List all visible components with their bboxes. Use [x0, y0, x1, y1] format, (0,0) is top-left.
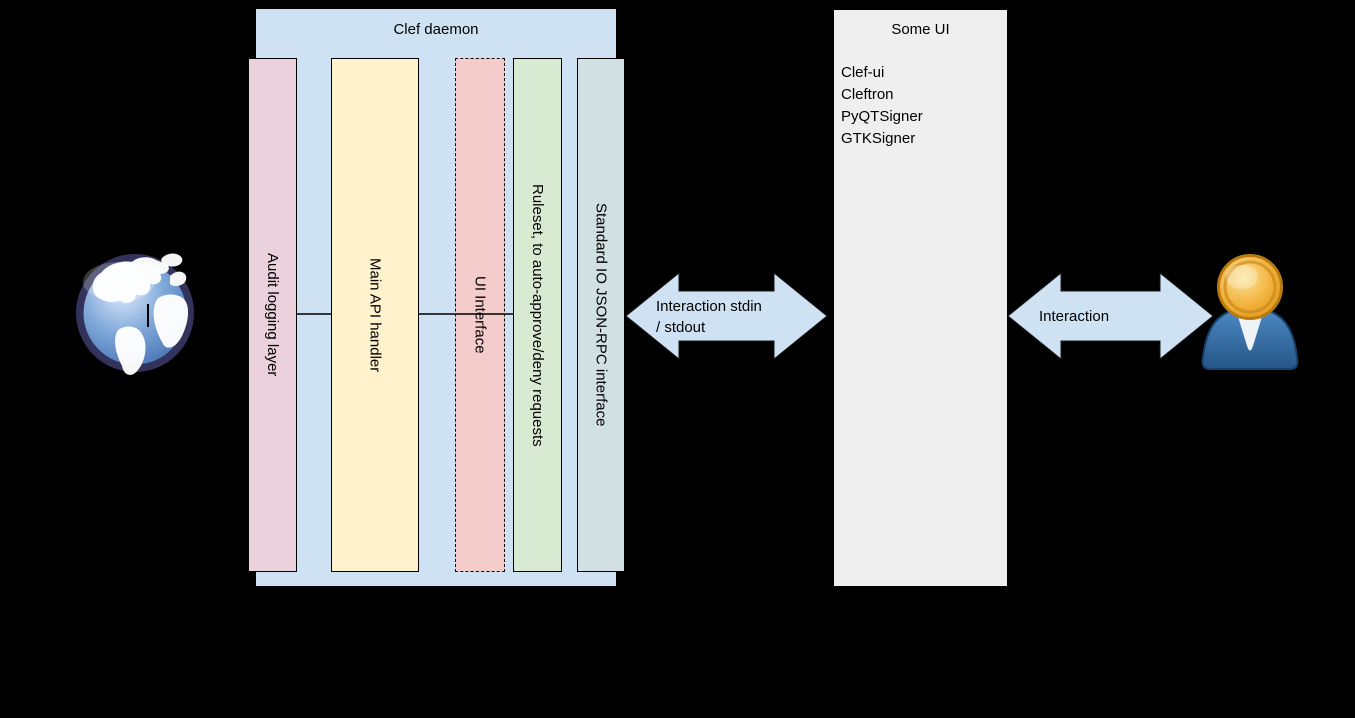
some-ui-list-item: PyQTSigner [841, 108, 923, 125]
layer-main-api-handler-label: Main API handler [366, 257, 384, 373]
globe-landmass [92, 257, 169, 303]
clef-daemon-title: Clef daemon [393, 21, 479, 38]
user-icon [1201, 254, 1299, 370]
stdio-arrow-label-line1: Interaction stdin [656, 298, 762, 315]
user-head [1217, 254, 1283, 320]
layer-stdio-jsonrpc: Standard IO JSON-RPC interface [577, 58, 625, 572]
text-cursor-artifact [147, 304, 149, 327]
some-ui-box [833, 9, 1008, 587]
stdio-arrow-label: Interaction stdin / stdout [656, 296, 826, 338]
some-ui-title: Some UI [891, 21, 950, 38]
layer-ruleset-label: Ruleset, to auto-approve/deny requests [529, 183, 546, 447]
globe-landmass [170, 271, 187, 287]
some-ui-list-item: Cleftron [841, 86, 894, 103]
layer-ui-interface-label: UI Interface [471, 276, 489, 354]
user-collar [1236, 310, 1264, 351]
layer-ui-interface: UI Interface [455, 58, 505, 572]
layer-main-api-handler: Main API handler [331, 58, 419, 572]
globe-landmass [161, 253, 183, 267]
some-ui-list-item: Clef-ui [841, 64, 885, 81]
globe-icon [76, 253, 194, 375]
layer-ruleset: Ruleset, to auto-approve/deny requests [513, 58, 562, 572]
layer-stdio-jsonrpc-label: Standard IO JSON-RPC interface [592, 203, 610, 427]
globe-landmass [115, 326, 146, 375]
user-body [1201, 306, 1299, 370]
some-ui-list-item: GTKSigner [841, 130, 916, 147]
layer-audit-logging-label: Audit logging layer [264, 253, 281, 377]
globe-landmass [153, 294, 189, 348]
clef-daemon-box [255, 8, 617, 587]
stdio-arrow-label-line2: / stdout [656, 319, 706, 336]
layer-audit-logging: Audit logging layer [248, 58, 297, 572]
interaction-arrow-label: Interaction [1039, 308, 1110, 325]
some-ui-list: Clef-ui Cleftron PyQTSigner GTKSigner [841, 62, 1001, 150]
